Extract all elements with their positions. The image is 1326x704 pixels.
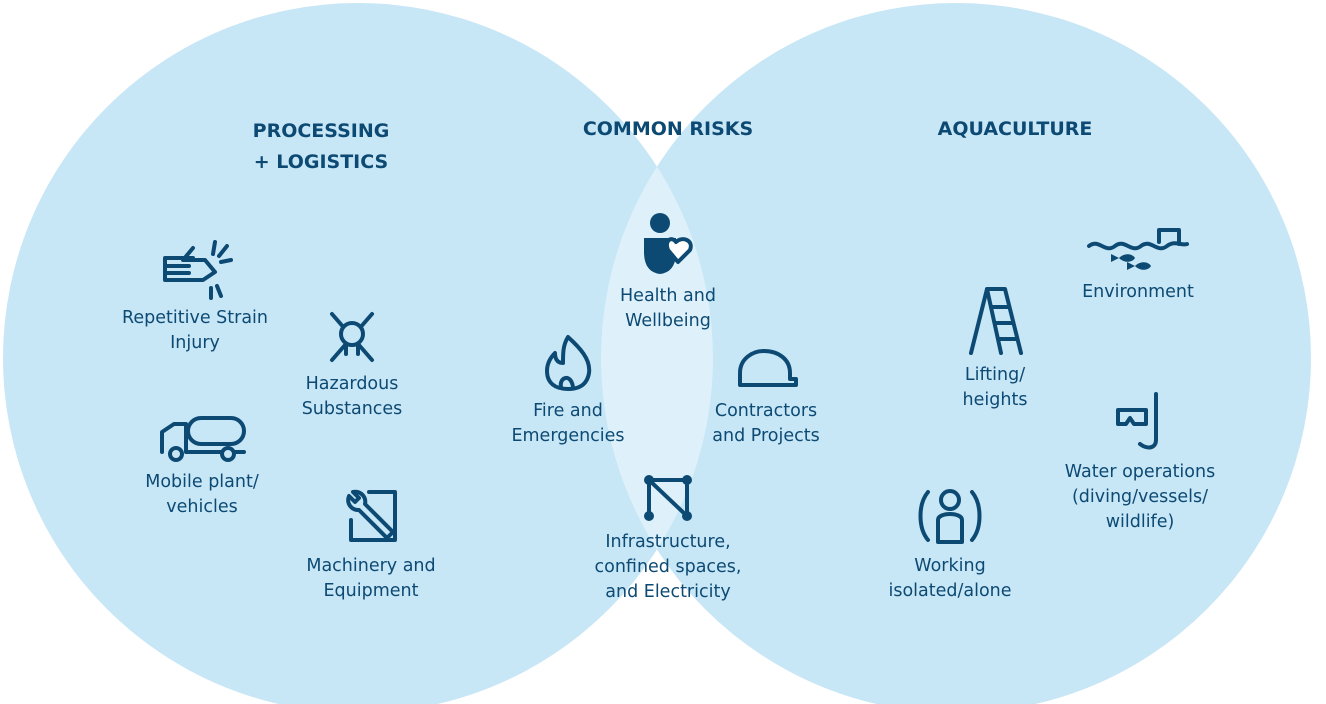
risk-label: Infrastructure, confined spaces, and Ele… [594, 532, 742, 602]
risk-lifting-heights: Lifting/ heights [920, 285, 1070, 413]
risk-contractors-projects: Contractors and Projects [681, 345, 851, 449]
wrench-icon [346, 489, 397, 542]
risk-health-wellbeing: Health and Wellbeing [585, 212, 751, 334]
risk-label: Health and Wellbeing [620, 286, 716, 331]
lone-worker-icon [918, 489, 982, 544]
risk-environment: Environment [1058, 224, 1218, 305]
risk-machinery-equipment: Machinery and Equipment [276, 486, 466, 604]
risk-label: Lifting/ heights [962, 365, 1028, 410]
snorkel-mask-icon [1116, 392, 1158, 450]
risk-infrastructure-confined-spaces-electricity: Infrastructure, confined spaces, and Ele… [568, 472, 768, 605]
common-risks-heading: COMMON RISKS [582, 118, 754, 140]
ladder-icon [969, 287, 1023, 355]
water-fish-icon [1087, 228, 1189, 270]
risk-working-isolated-alone: Working isolated/alone [870, 484, 1030, 604]
hand-strain-icon [163, 240, 233, 300]
hazard-symbol-icon [330, 312, 374, 362]
risk-label: Working isolated/alone [888, 556, 1012, 601]
aquaculture-heading: AQUACULTURE [937, 118, 1093, 140]
risk-hazardous-substances: Hazardous Substances [272, 308, 432, 422]
risk-label: Contractors and Projects [712, 401, 820, 446]
risk-label: Water operations (diving/vessels/ wildli… [1064, 462, 1216, 532]
flame-icon [545, 335, 592, 391]
risk-water-operations: Water operations (diving/vessels/ wildli… [1040, 390, 1240, 535]
risk-label: Environment [1082, 282, 1194, 302]
network-nodes-icon [644, 475, 692, 521]
risk-label: Fire and Emergencies [511, 401, 625, 446]
risk-label: Mobile plant/ vehicles [145, 472, 259, 517]
risk-label: Hazardous Substances [301, 374, 403, 419]
tanker-truck-icon [160, 416, 246, 462]
risk-mobile-plant-vehicles: Mobile plant/ vehicles [102, 412, 302, 520]
risk-repetitive-strain-injury: Repetitive Strain Injury [95, 236, 295, 356]
risk-fire-emergencies: Fire and Emergencies [478, 333, 658, 449]
hard-hat-icon [738, 349, 798, 387]
risk-label: Repetitive Strain Injury [122, 308, 268, 353]
risk-label: Machinery and Equipment [306, 556, 436, 601]
aquaculture-circle [601, 3, 1311, 704]
processing-logistics-heading: PROCESSING + LOGISTICS [252, 120, 390, 173]
person-heart-icon [644, 213, 693, 274]
